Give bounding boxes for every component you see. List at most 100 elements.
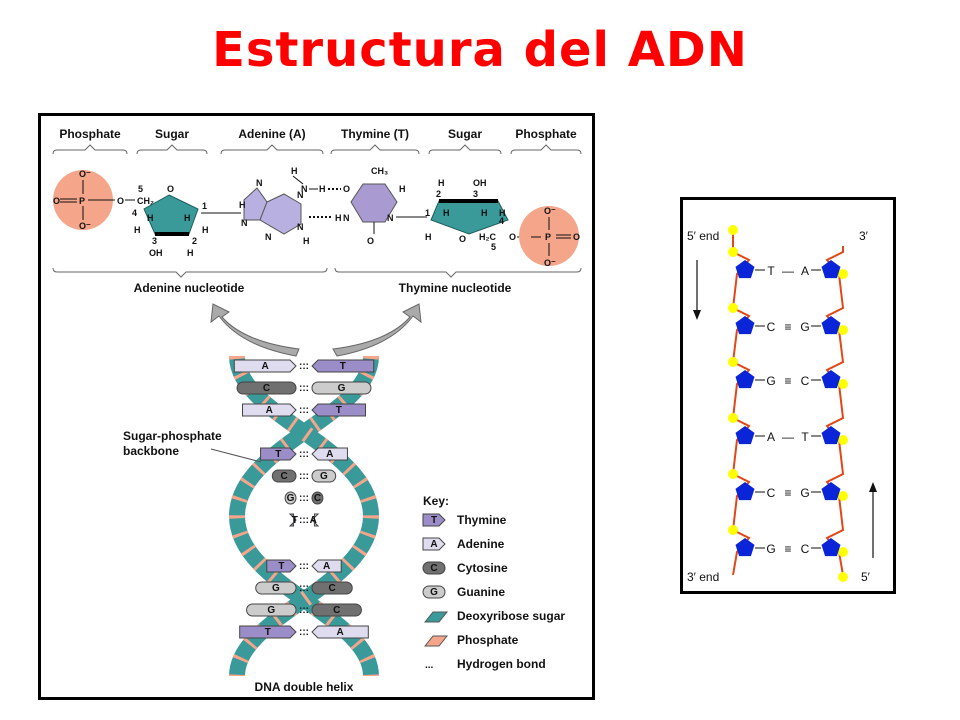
key-title: Key:	[423, 494, 449, 508]
helix-base-right-5: C	[311, 491, 324, 505]
header-thymine: Thymine (T)	[341, 127, 409, 141]
ladder-sugar-left-2	[735, 370, 755, 389]
svg-text:C: C	[430, 563, 437, 574]
svg-text:O: O	[367, 236, 374, 246]
helix-hbond-5: :::	[299, 493, 309, 504]
svg-text:G: G	[320, 471, 328, 482]
svg-text:G: G	[287, 493, 295, 504]
helix-base-left-7: T	[266, 559, 297, 573]
ladder-base-left-0: T	[767, 264, 775, 278]
ladder-base-left-1: C	[767, 320, 776, 334]
ladder-base-left-4: C	[767, 486, 776, 500]
svg-text:O: O	[117, 196, 124, 206]
ladder-bond-2: ≡	[784, 374, 791, 388]
ladder-base-right-1: G	[800, 320, 809, 334]
svg-text:3: 3	[473, 189, 478, 199]
helix-hbond-10: :::	[299, 627, 309, 638]
svg-text:OH: OH	[473, 178, 487, 188]
svg-text:H: H	[147, 213, 154, 223]
ladder-pair-3: A—T	[755, 430, 821, 444]
svg-text:A: A	[323, 561, 330, 572]
svg-text:H: H	[443, 208, 450, 218]
ladder-sugar-left-5	[735, 538, 755, 557]
svg-text:O: O	[53, 196, 60, 206]
ladder-phosphate-top-left	[728, 225, 738, 235]
svg-text:N: N	[297, 222, 304, 232]
label-3-end-bottom: 3′ end	[687, 570, 719, 584]
svg-text:4: 4	[132, 208, 137, 218]
helix-hbond-0: :::	[299, 361, 309, 372]
dna-double-helix: A:::TC:::GA:::TT:::AC:::GG:::CT:::AT:::A…	[228, 355, 380, 677]
svg-text:A: A	[337, 627, 344, 638]
helix-hbond-9: :::	[299, 605, 309, 616]
ladder-base-left-5: G	[766, 542, 775, 556]
helix-base-right-10: A	[311, 625, 369, 639]
label-5-end-top: 5′ end	[687, 229, 719, 243]
svg-text:H: H	[335, 213, 342, 223]
helix-base-pairs: A:::TC:::GA:::TT:::AC:::GG:::CT:::AT:::A…	[233, 359, 375, 639]
ladder-phosphate-left-3	[728, 413, 738, 423]
dna-ladder-svg: T—AC≡GG≡CA—TC≡GG≡C 5′ end 3′ 3′ end 5′	[687, 225, 877, 584]
helix-base-left-9: G	[246, 603, 297, 617]
helix-hbond-4: :::	[299, 471, 309, 482]
label-3-top: 3′	[859, 229, 869, 243]
svg-text:N: N	[343, 213, 350, 223]
svg-text:OH: OH	[149, 248, 163, 258]
ladder-sugar-left-1	[735, 316, 755, 335]
ladder-sugar-right-4	[821, 482, 841, 501]
label-backbone-line2: backbone	[123, 444, 179, 458]
key-item-5: Phosphate	[423, 633, 519, 647]
svg-text:CH₃: CH₃	[371, 166, 388, 176]
right-backbone	[825, 246, 845, 576]
header-sugar-right: Sugar	[448, 127, 482, 141]
svg-text:A: A	[430, 539, 437, 550]
svg-text:2: 2	[436, 189, 441, 199]
svg-text:G: G	[267, 605, 275, 616]
ladder-phosphate-right-2	[838, 379, 848, 389]
ladder-base-right-2: C	[801, 374, 810, 388]
svg-text:O: O	[459, 234, 466, 244]
label-thymine-nucleotide: Thymine nucleotide	[399, 281, 512, 295]
svg-text:5: 5	[138, 184, 143, 194]
ladder-sugar-right-5	[821, 538, 841, 557]
ladder-sugar-right-3	[821, 426, 841, 445]
down-arrow	[693, 260, 701, 320]
ladder-phosphate-right-0	[838, 269, 848, 279]
helix-base-left-6: T	[288, 513, 298, 527]
svg-text:Deoxyribose sugar: Deoxyribose sugar	[457, 609, 565, 623]
ladder-phosphate-right-3	[838, 435, 848, 445]
helix-hbond-6: :::	[299, 515, 309, 526]
ladder-base-right-5: C	[801, 542, 810, 556]
label-dna-double-helix: DNA double helix	[255, 680, 354, 694]
nucleotide-braces	[52, 267, 582, 278]
phosphate-left-circle	[53, 170, 113, 230]
ladder-bond-4: ≡	[784, 486, 791, 500]
helix-base-right-2: T	[311, 403, 366, 417]
helix-base-right-3: A	[311, 447, 348, 461]
svg-text:H: H	[499, 208, 506, 218]
phosphate-right-circle	[519, 206, 579, 266]
svg-text:O: O	[167, 184, 174, 194]
ladder-pair-0: T—A	[755, 264, 821, 278]
ladder-pair-1: C≡G	[755, 320, 821, 334]
svg-text:N: N	[241, 218, 248, 228]
svg-text:1: 1	[202, 201, 207, 211]
svg-text:O⁻: O⁻	[544, 258, 556, 268]
key-item-4: Deoxyribose sugar	[423, 609, 565, 623]
svg-text:Guanine: Guanine	[457, 585, 505, 599]
phosphate-left-atoms: O⁻ O P O⁻ O	[53, 169, 135, 231]
header-sugar-left: Sugar	[155, 127, 189, 141]
ladder-sugar-left-4	[735, 482, 755, 501]
svg-text:G: G	[272, 583, 280, 594]
svg-text:H: H	[303, 236, 310, 246]
svg-text:4: 4	[499, 216, 504, 226]
backbone-pointer	[210, 448, 262, 463]
svg-text:A: A	[310, 515, 317, 526]
helix-base-left-4: C	[271, 469, 297, 483]
ladder-pair-2: G≡C	[755, 374, 821, 388]
ladder-bond-5: ≡	[784, 542, 791, 556]
